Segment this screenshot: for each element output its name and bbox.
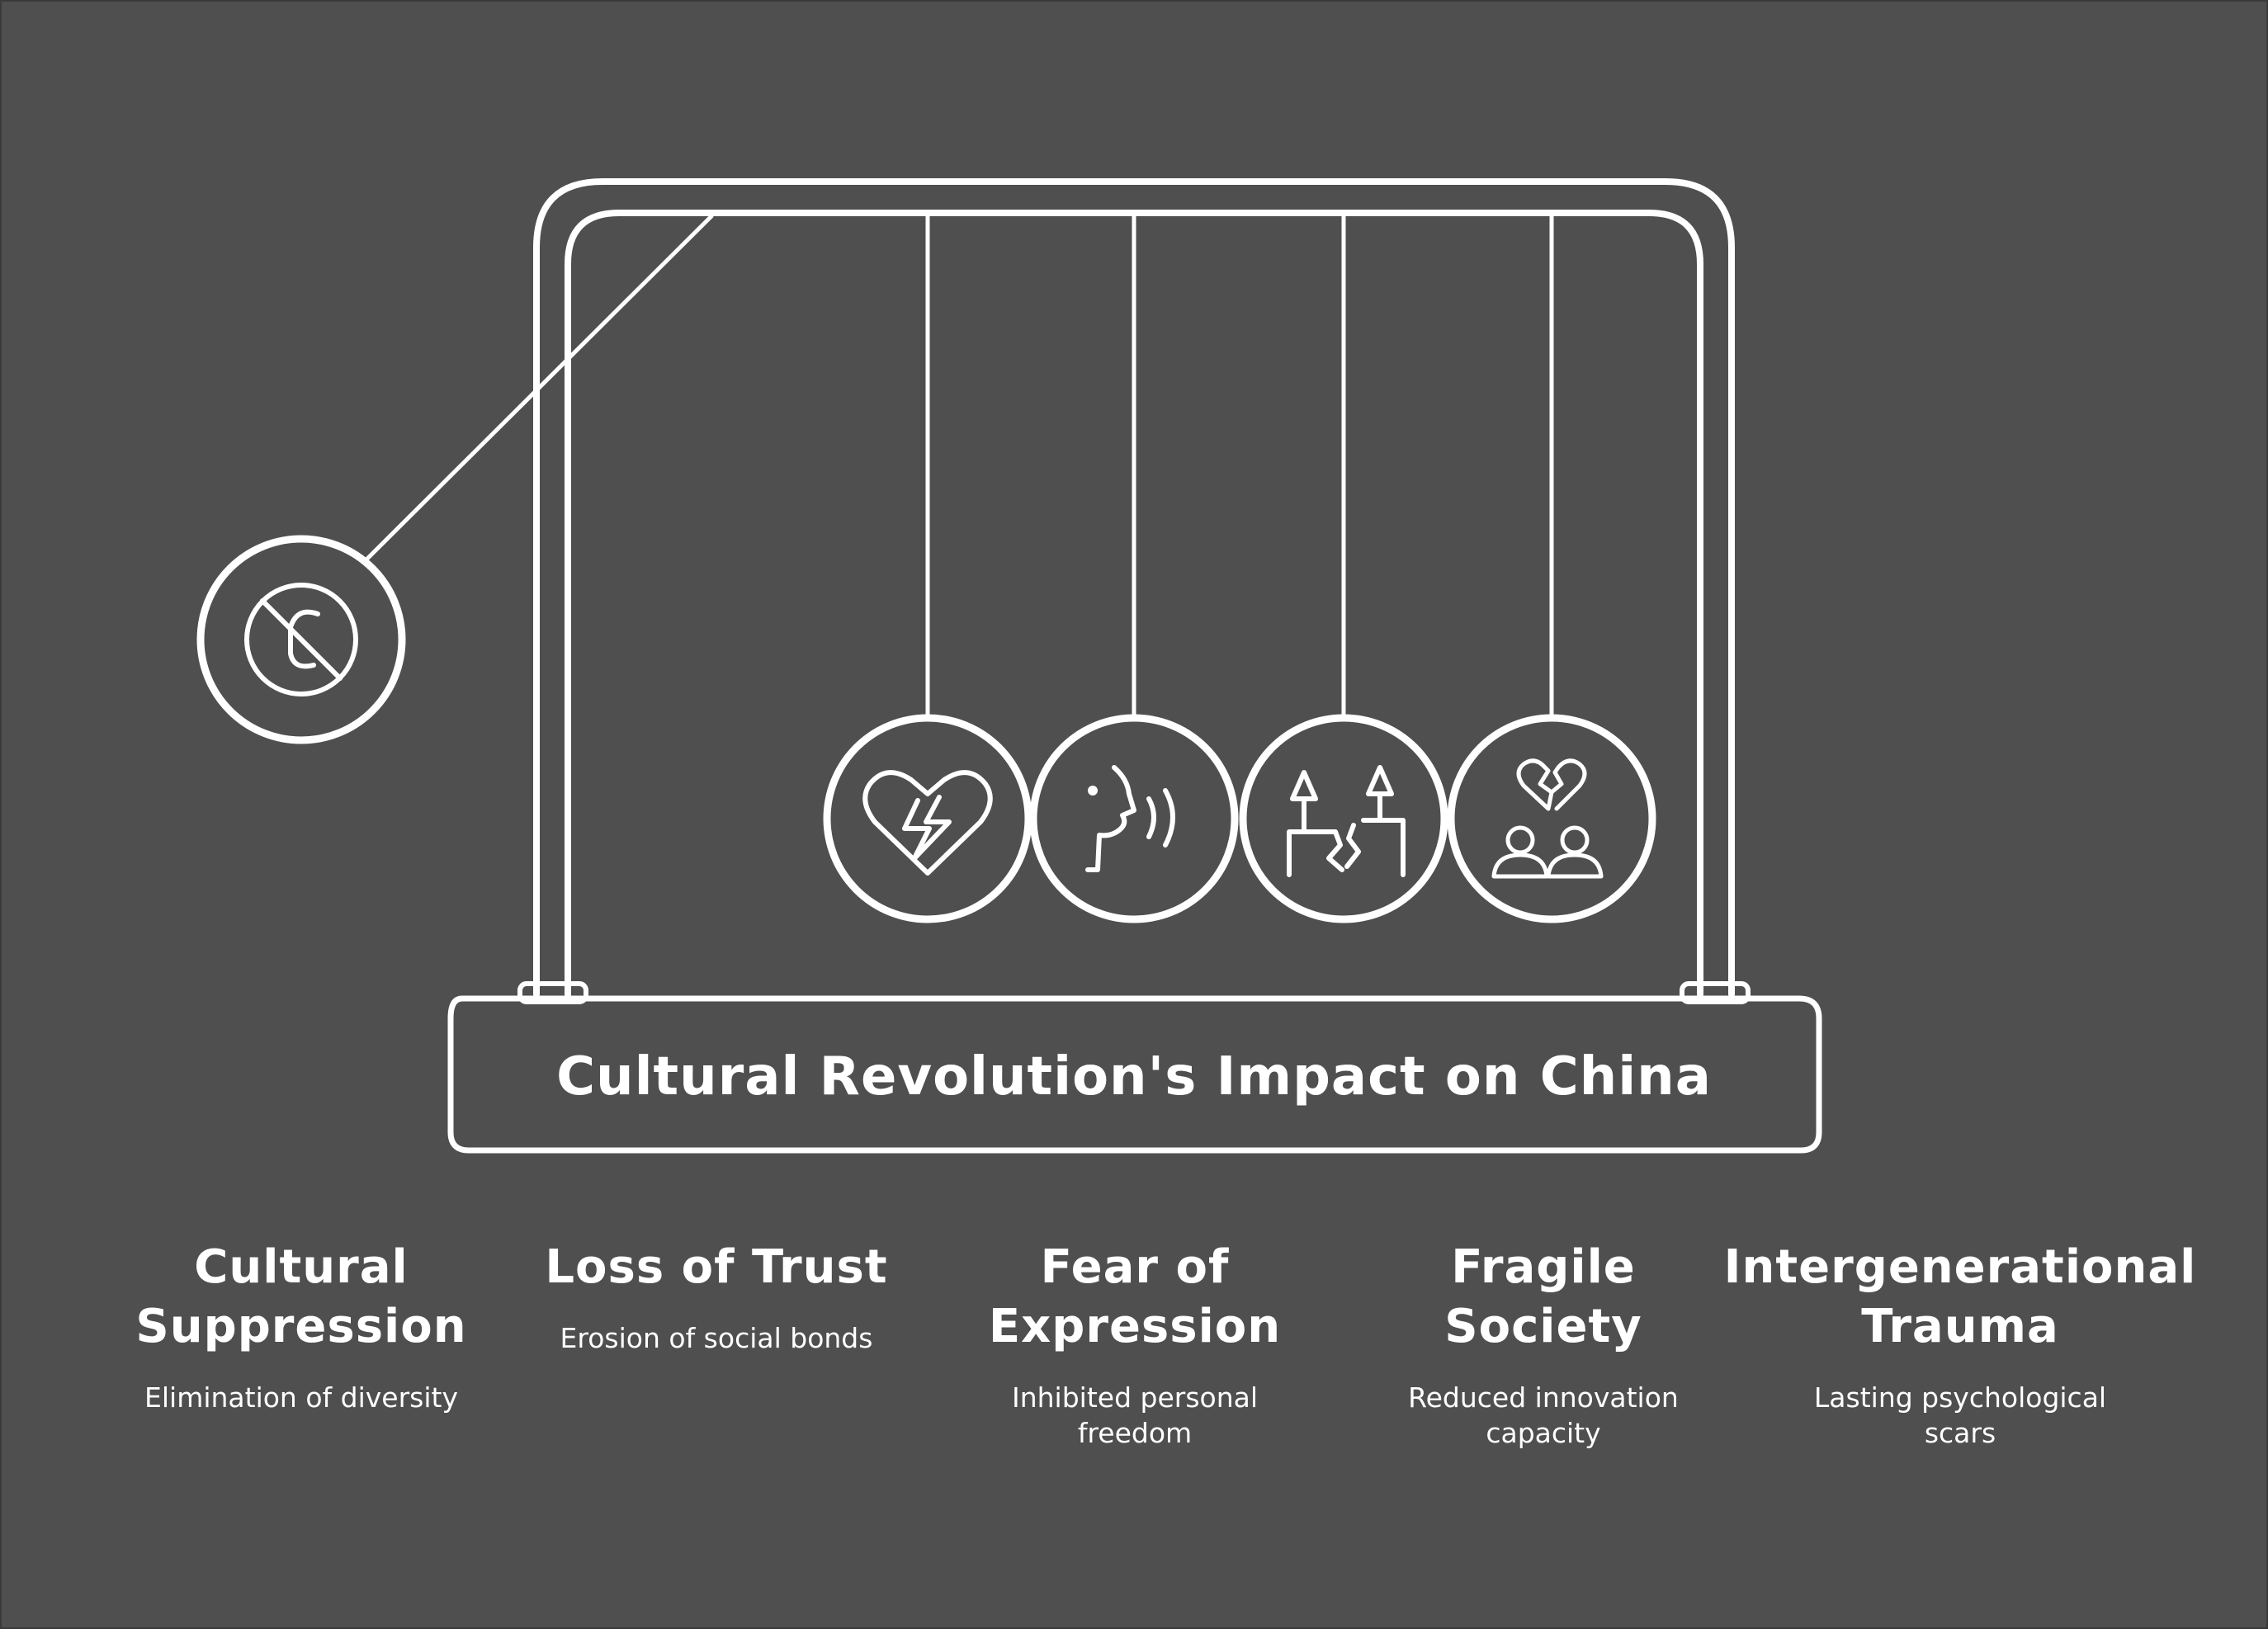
pendulum-ball-loss-of-trust xyxy=(823,714,1032,923)
cradle-base xyxy=(447,995,1822,1154)
item-description: Reduced innovation capacity xyxy=(1408,1381,1679,1449)
pendulum-ball-fragile-society xyxy=(1239,714,1448,923)
item-description: Elimination of diversity xyxy=(144,1381,458,1414)
item-label-intergenerational-trauma: Intergenerational Trauma Lasting psychol… xyxy=(1700,1238,2220,1451)
item-label-fear-of-expression: Fear of Expression Inhibited personal fr… xyxy=(920,1238,1349,1451)
item-title: Cultural Suppression xyxy=(135,1240,467,1353)
pendulum-ball-intergenerational-trauma xyxy=(1447,714,1656,923)
item-description: Lasting psychological scars xyxy=(1813,1381,2107,1449)
pendulum-ball-fear-of-expression xyxy=(1029,714,1239,923)
cradle-frame-outer xyxy=(533,178,1735,998)
item-title: Loss of Trust xyxy=(545,1240,888,1294)
item-title: Fear of Expression xyxy=(988,1240,1282,1353)
diagram-title: Cultural Revolution's Impact on China xyxy=(556,1046,1712,1107)
item-title: Fragile Society xyxy=(1444,1240,1642,1353)
broken-heart-lightning-icon xyxy=(862,770,993,876)
item-title: Intergenerational Trauma xyxy=(1723,1240,2197,1353)
item-label-loss-of-trust: Loss of Trust Erosion of social bonds xyxy=(502,1238,931,1356)
cradle-frame-inner xyxy=(565,210,1703,998)
item-description: Erosion of social bonds xyxy=(560,1322,873,1354)
crossed-out-copyright-icon xyxy=(244,583,358,696)
item-label-cultural-suppression: Cultural Suppression Elimination of dive… xyxy=(87,1238,516,1415)
cradle-foot-right xyxy=(1680,981,1751,1004)
pendulum-string-1 xyxy=(365,214,714,561)
item-description: Inhibited personal freedom xyxy=(1011,1381,1259,1449)
cracked-ground-trees-icon xyxy=(1287,765,1406,877)
pendulum-ball-cultural-suppression xyxy=(196,535,406,744)
speaking-head-icon xyxy=(1085,765,1175,872)
broken-heart-two-people-icon xyxy=(1491,758,1604,879)
item-label-fragile-society: Fragile Society Reduced innovation capac… xyxy=(1329,1238,1758,1451)
cradle-foot-left xyxy=(517,981,588,1004)
